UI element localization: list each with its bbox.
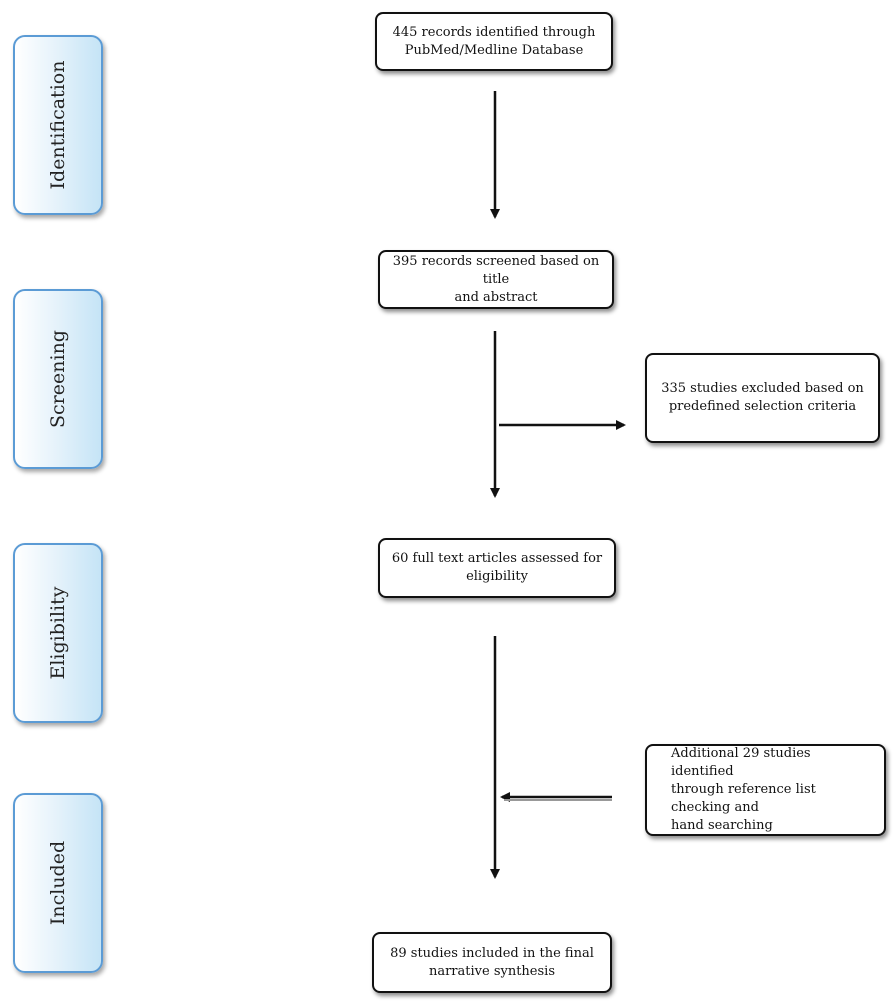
articles-assessed-text: 60 full text articles assessed for eligi…	[391, 551, 603, 584]
articles-assessed-box: 60 full text articles assessed for eligi…	[378, 538, 616, 598]
additional-studies-box: Additional 29 studies identified through…	[645, 744, 886, 836]
stage-included: Included	[13, 793, 103, 973]
studies-excluded-text: 335 studies excluded based on predefined…	[661, 381, 864, 414]
additional-studies-text: Additional 29 studies identified through…	[671, 746, 816, 833]
records-identified-text: 445 records identified through PubMed/Me…	[392, 24, 596, 58]
stage-eligibility: Eligibility	[13, 543, 103, 723]
studies-excluded-box: 335 studies excluded based on predefined…	[645, 353, 880, 443]
stage-identification: Identification	[13, 35, 103, 215]
studies-included-box: 89 studies included in the final narrati…	[372, 932, 612, 993]
records-screened-text: 395 records screened based on title and …	[392, 253, 600, 305]
stage-screening: Screening	[13, 289, 103, 469]
records-identified-box: 445 records identified through PubMed/Me…	[375, 12, 613, 71]
studies-included-text: 89 studies included in the final narrati…	[390, 945, 594, 979]
records-screened-box: 395 records screened based on title and …	[378, 250, 614, 309]
